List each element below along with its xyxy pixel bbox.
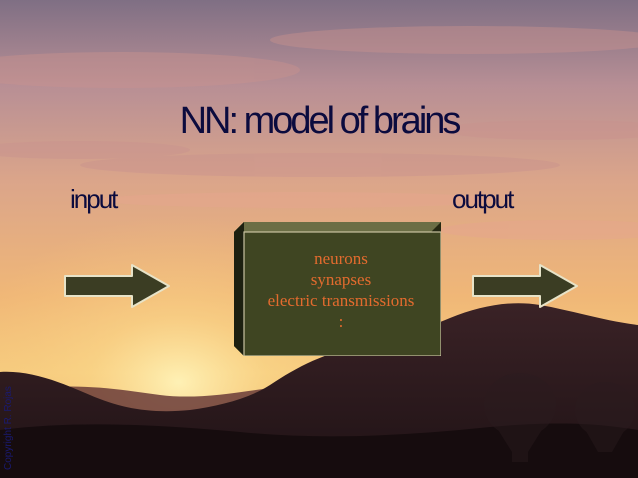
output-label: output — [452, 184, 514, 214]
input-arrow-icon — [64, 264, 170, 308]
box-line-synapses: synapses — [310, 270, 372, 289]
slide-title: NN: model of brains — [179, 100, 462, 142]
box-line-continuation: : — [338, 312, 344, 331]
box-text: neurons synapses electric transmissions … — [248, 248, 434, 332]
copyright-text: Copyright R. Rojas — [3, 386, 14, 470]
box-line-electric-transmissions: electric transmissions — [267, 291, 415, 310]
brain-model-box: neurons synapses electric transmissions … — [234, 222, 441, 356]
hot-air-balloon-icon — [484, 373, 635, 462]
box-line-neurons: neurons — [314, 249, 368, 268]
input-label: input — [70, 184, 118, 214]
output-arrow-icon — [472, 264, 578, 308]
